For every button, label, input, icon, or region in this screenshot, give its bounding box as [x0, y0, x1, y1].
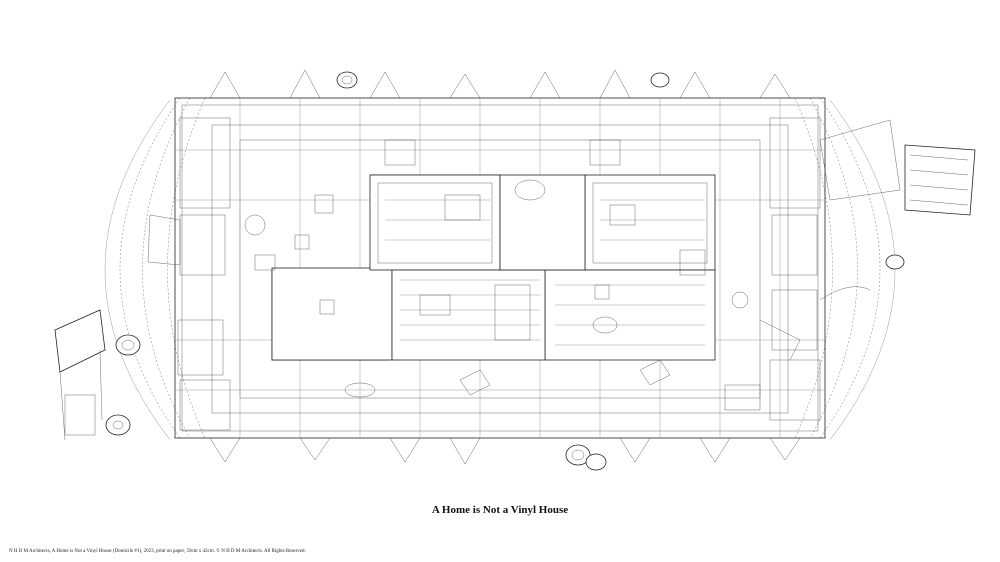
bed-icon — [494, 284, 531, 341]
chair-icon — [594, 284, 610, 300]
tire-icon — [650, 72, 670, 88]
chair-icon — [294, 234, 310, 250]
greenhouse-frame — [174, 97, 826, 439]
tire-icon — [565, 444, 591, 466]
furniture — [244, 139, 761, 411]
plant-icon — [244, 214, 266, 236]
house-axonometric-drawing — [54, 69, 976, 471]
drawing-title: A Home is Not a Vinyl House — [431, 504, 569, 516]
interior-rooms — [271, 174, 716, 361]
tire-icon — [336, 71, 358, 89]
tire-icon — [115, 334, 141, 356]
bed-icon — [444, 194, 481, 221]
vault-ribs — [104, 97, 896, 441]
side-panels — [147, 117, 901, 431]
plant-icon — [731, 291, 749, 309]
tire-icon — [585, 453, 607, 471]
tension-cables — [209, 69, 801, 465]
table-icon — [679, 249, 706, 276]
table-icon — [419, 294, 451, 316]
table-icon — [609, 204, 636, 226]
tire-icon — [885, 254, 905, 270]
drawing-credit: N H D M Architects, A Home is Not a Viny… — [9, 549, 306, 554]
exterior-objects — [54, 71, 976, 471]
tire-icon — [105, 414, 131, 436]
chair-icon — [319, 299, 335, 315]
